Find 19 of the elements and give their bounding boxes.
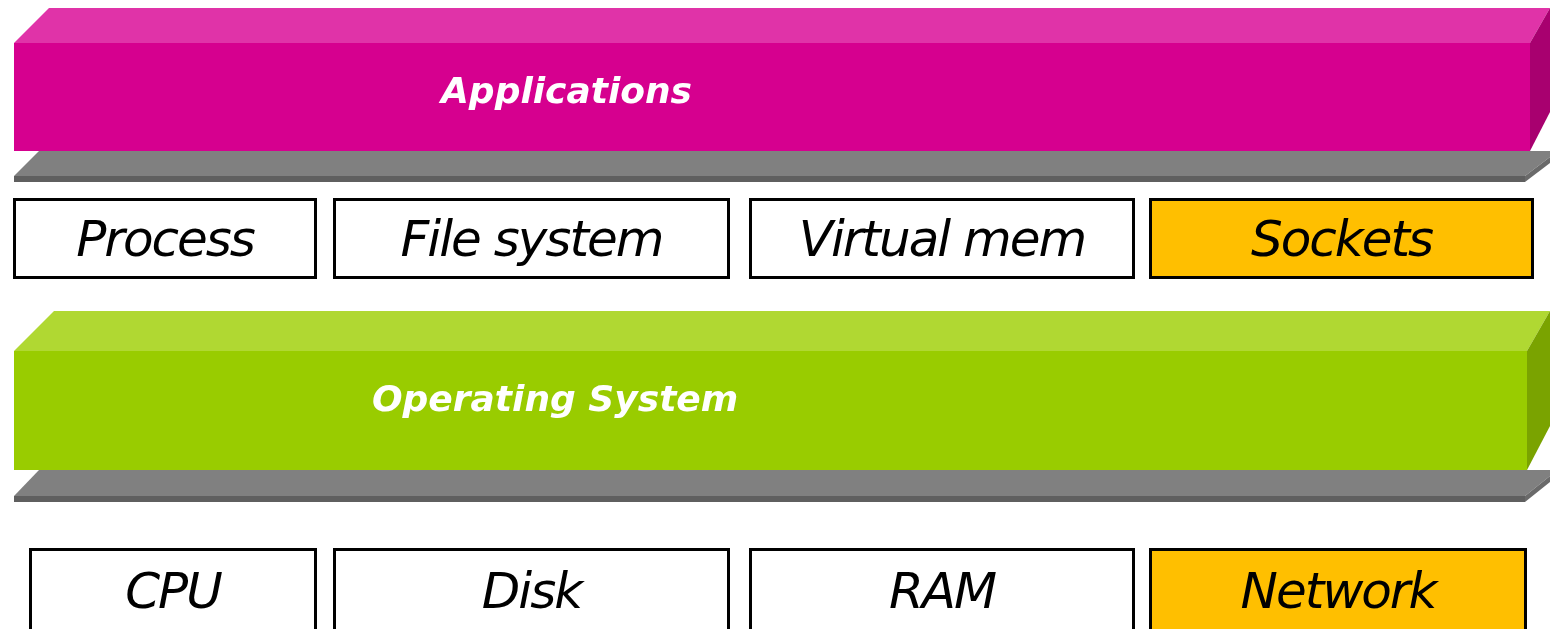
layer-label: Operating System: [372, 378, 739, 419]
component-box: [1149, 198, 1534, 279]
component-box: [333, 198, 730, 279]
layer-bar: [14, 8, 1550, 151]
component-label: RAM: [888, 561, 996, 620]
component-label: Disk: [481, 561, 582, 620]
component-box: [29, 548, 317, 629]
layer-bar: [14, 311, 1550, 470]
component-label: CPU: [125, 561, 221, 620]
component-label: Virtual mem: [798, 209, 1086, 268]
component-label: Sockets: [1250, 209, 1433, 268]
component-label: Process: [76, 209, 254, 268]
component-box: [333, 548, 730, 629]
component-label: File system: [400, 209, 663, 268]
component-box: [749, 198, 1135, 279]
component-box: [749, 548, 1135, 629]
component-box: [13, 198, 317, 279]
layer-label: Applications: [441, 70, 693, 111]
component-box: [1149, 548, 1527, 629]
